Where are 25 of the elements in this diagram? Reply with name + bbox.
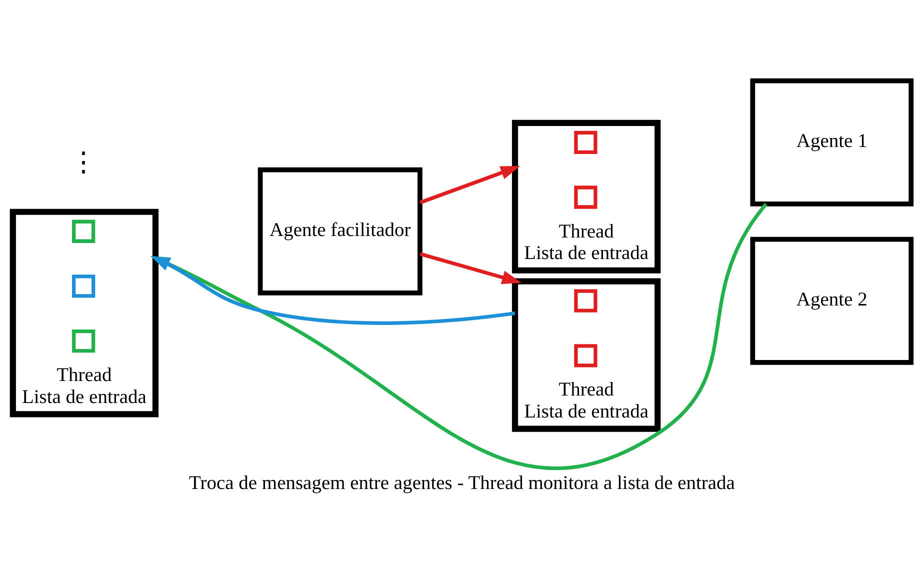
node-box [574,288,598,312]
node-box [72,329,96,352]
node-box [72,219,96,242]
node-label: Thread [558,220,614,242]
node-box: Agente 1 [750,78,914,206]
node-label: Lista de entrada [524,401,649,422]
arrow [150,255,516,324]
cluster [10,208,159,417]
label: ⋮ [70,146,98,177]
node-box [574,185,598,208]
node-label: Lista de entrada [524,242,649,264]
node-box: Agente 2 [750,236,914,364]
node-label: Thread [558,379,614,400]
caption: Troca de mensagem entre agentes - Thread monitora a lista de entrada [189,472,735,494]
arrow [420,165,520,204]
cluster [512,278,661,432]
arrow [150,202,768,470]
node-box [574,344,598,367]
cluster [512,119,661,273]
node-box [72,274,96,298]
arrow [420,252,522,284]
node-box: Agente facilitador [258,166,422,295]
node-label: Thread [56,364,112,386]
node-label: Lista de entrada [22,386,146,408]
node-box [574,130,598,154]
